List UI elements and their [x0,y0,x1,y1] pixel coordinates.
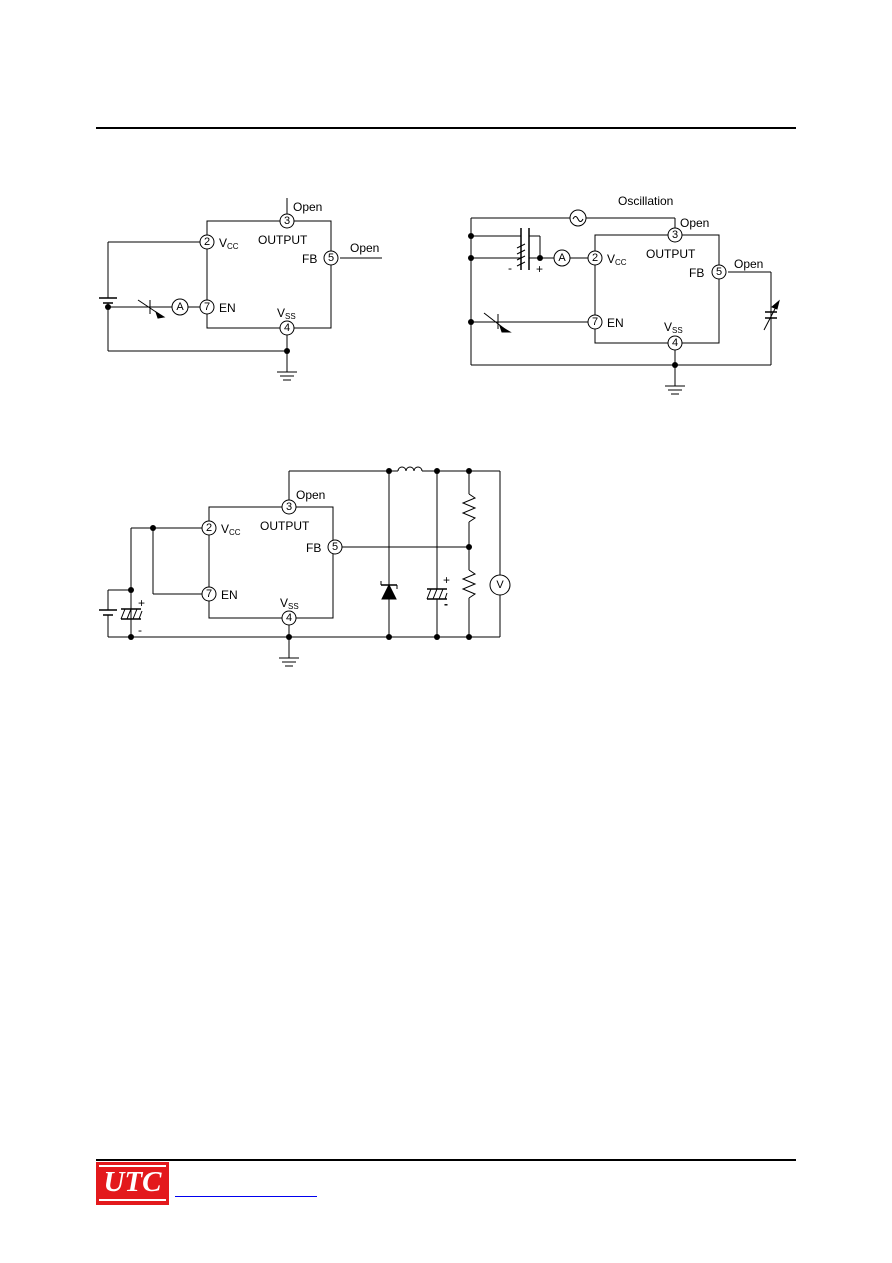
vss-label: VSS [280,596,299,611]
ic-body [594,234,720,344]
vcc-label: VCC [607,252,627,267]
fb-label: FB [689,266,704,280]
output-label: OUTPUT [260,519,310,533]
pin-fb-number: 5 [716,266,722,278]
pin-fb-number: 5 [328,252,334,264]
output-open-label: Open [680,216,709,230]
circuit-1 [99,198,382,381]
fb-open-label: Open [350,241,379,255]
vss-label: VSS [277,306,296,321]
cap-out-plus: + [443,573,450,587]
footer-link[interactable] [175,1195,317,1197]
pin-en-number: 7 [592,316,598,328]
utc-logo: UTC [96,1162,169,1205]
ammeter-label: A [176,301,184,313]
output-open-label: Open [293,200,322,214]
fb-open-label: Open [734,257,763,271]
pin-output-number: 3 [672,229,678,241]
en-label: EN [221,588,238,602]
circuit-1-labels: 3 2 5 7 4 A Open OUTPUT Open FB VCC EN V… [176,200,379,334]
vcc-label: VCC [221,522,241,537]
vss-label: VSS [664,320,683,335]
pin-vcc-number: 2 [206,522,212,534]
pin-vss-number: 4 [672,337,678,349]
output-label: OUTPUT [258,233,308,247]
pin-output-number: 3 [284,215,290,227]
cap-minus-label: - [508,261,512,275]
pin-vcc-number: 2 [204,236,210,248]
ic-body [208,506,334,619]
en-label: EN [607,316,624,330]
circuit-2 [470,209,780,395]
pin-vss-number: 4 [286,612,292,624]
pin-fb-number: 5 [332,541,338,553]
footer-rule [96,1159,796,1161]
ammeter-icon [553,249,571,267]
fb-label: FB [306,541,321,555]
pin-vcc-number: 2 [592,252,598,264]
circuit-3 [99,466,511,667]
oscillation-label: Oscillation [618,194,673,208]
en-label: EN [219,301,236,315]
ammeter-label: A [558,252,566,264]
circuit-2-labels: 3 2 5 7 4 A Oscillation Open OUTPUT Open… [508,194,763,349]
ic-body [206,220,332,329]
output-open-label: Open [296,488,325,502]
pin-en-number: 7 [204,301,210,313]
output-label: OUTPUT [646,247,696,261]
pin-output-number: 3 [286,501,292,513]
cap-left-plus: + [138,596,145,610]
cap-out-minus: - [444,597,448,611]
voltmeter-icon [489,574,511,596]
cap-left-minus: - [138,623,142,637]
pin-vss-number: 4 [284,322,290,334]
vcc-label: VCC [219,236,239,251]
cap-plus-label: + [536,262,543,276]
logo-text: UTC [103,1166,162,1198]
fb-label: FB [302,252,317,266]
pin-en-number: 7 [206,588,212,600]
ammeter-icon [171,298,189,316]
header-rule [96,127,796,129]
voltmeter-label: V [496,579,504,591]
circuit-3-labels: 3 2 5 7 4 V Open OUTPUT FB VCC EN VSS + … [138,488,504,637]
